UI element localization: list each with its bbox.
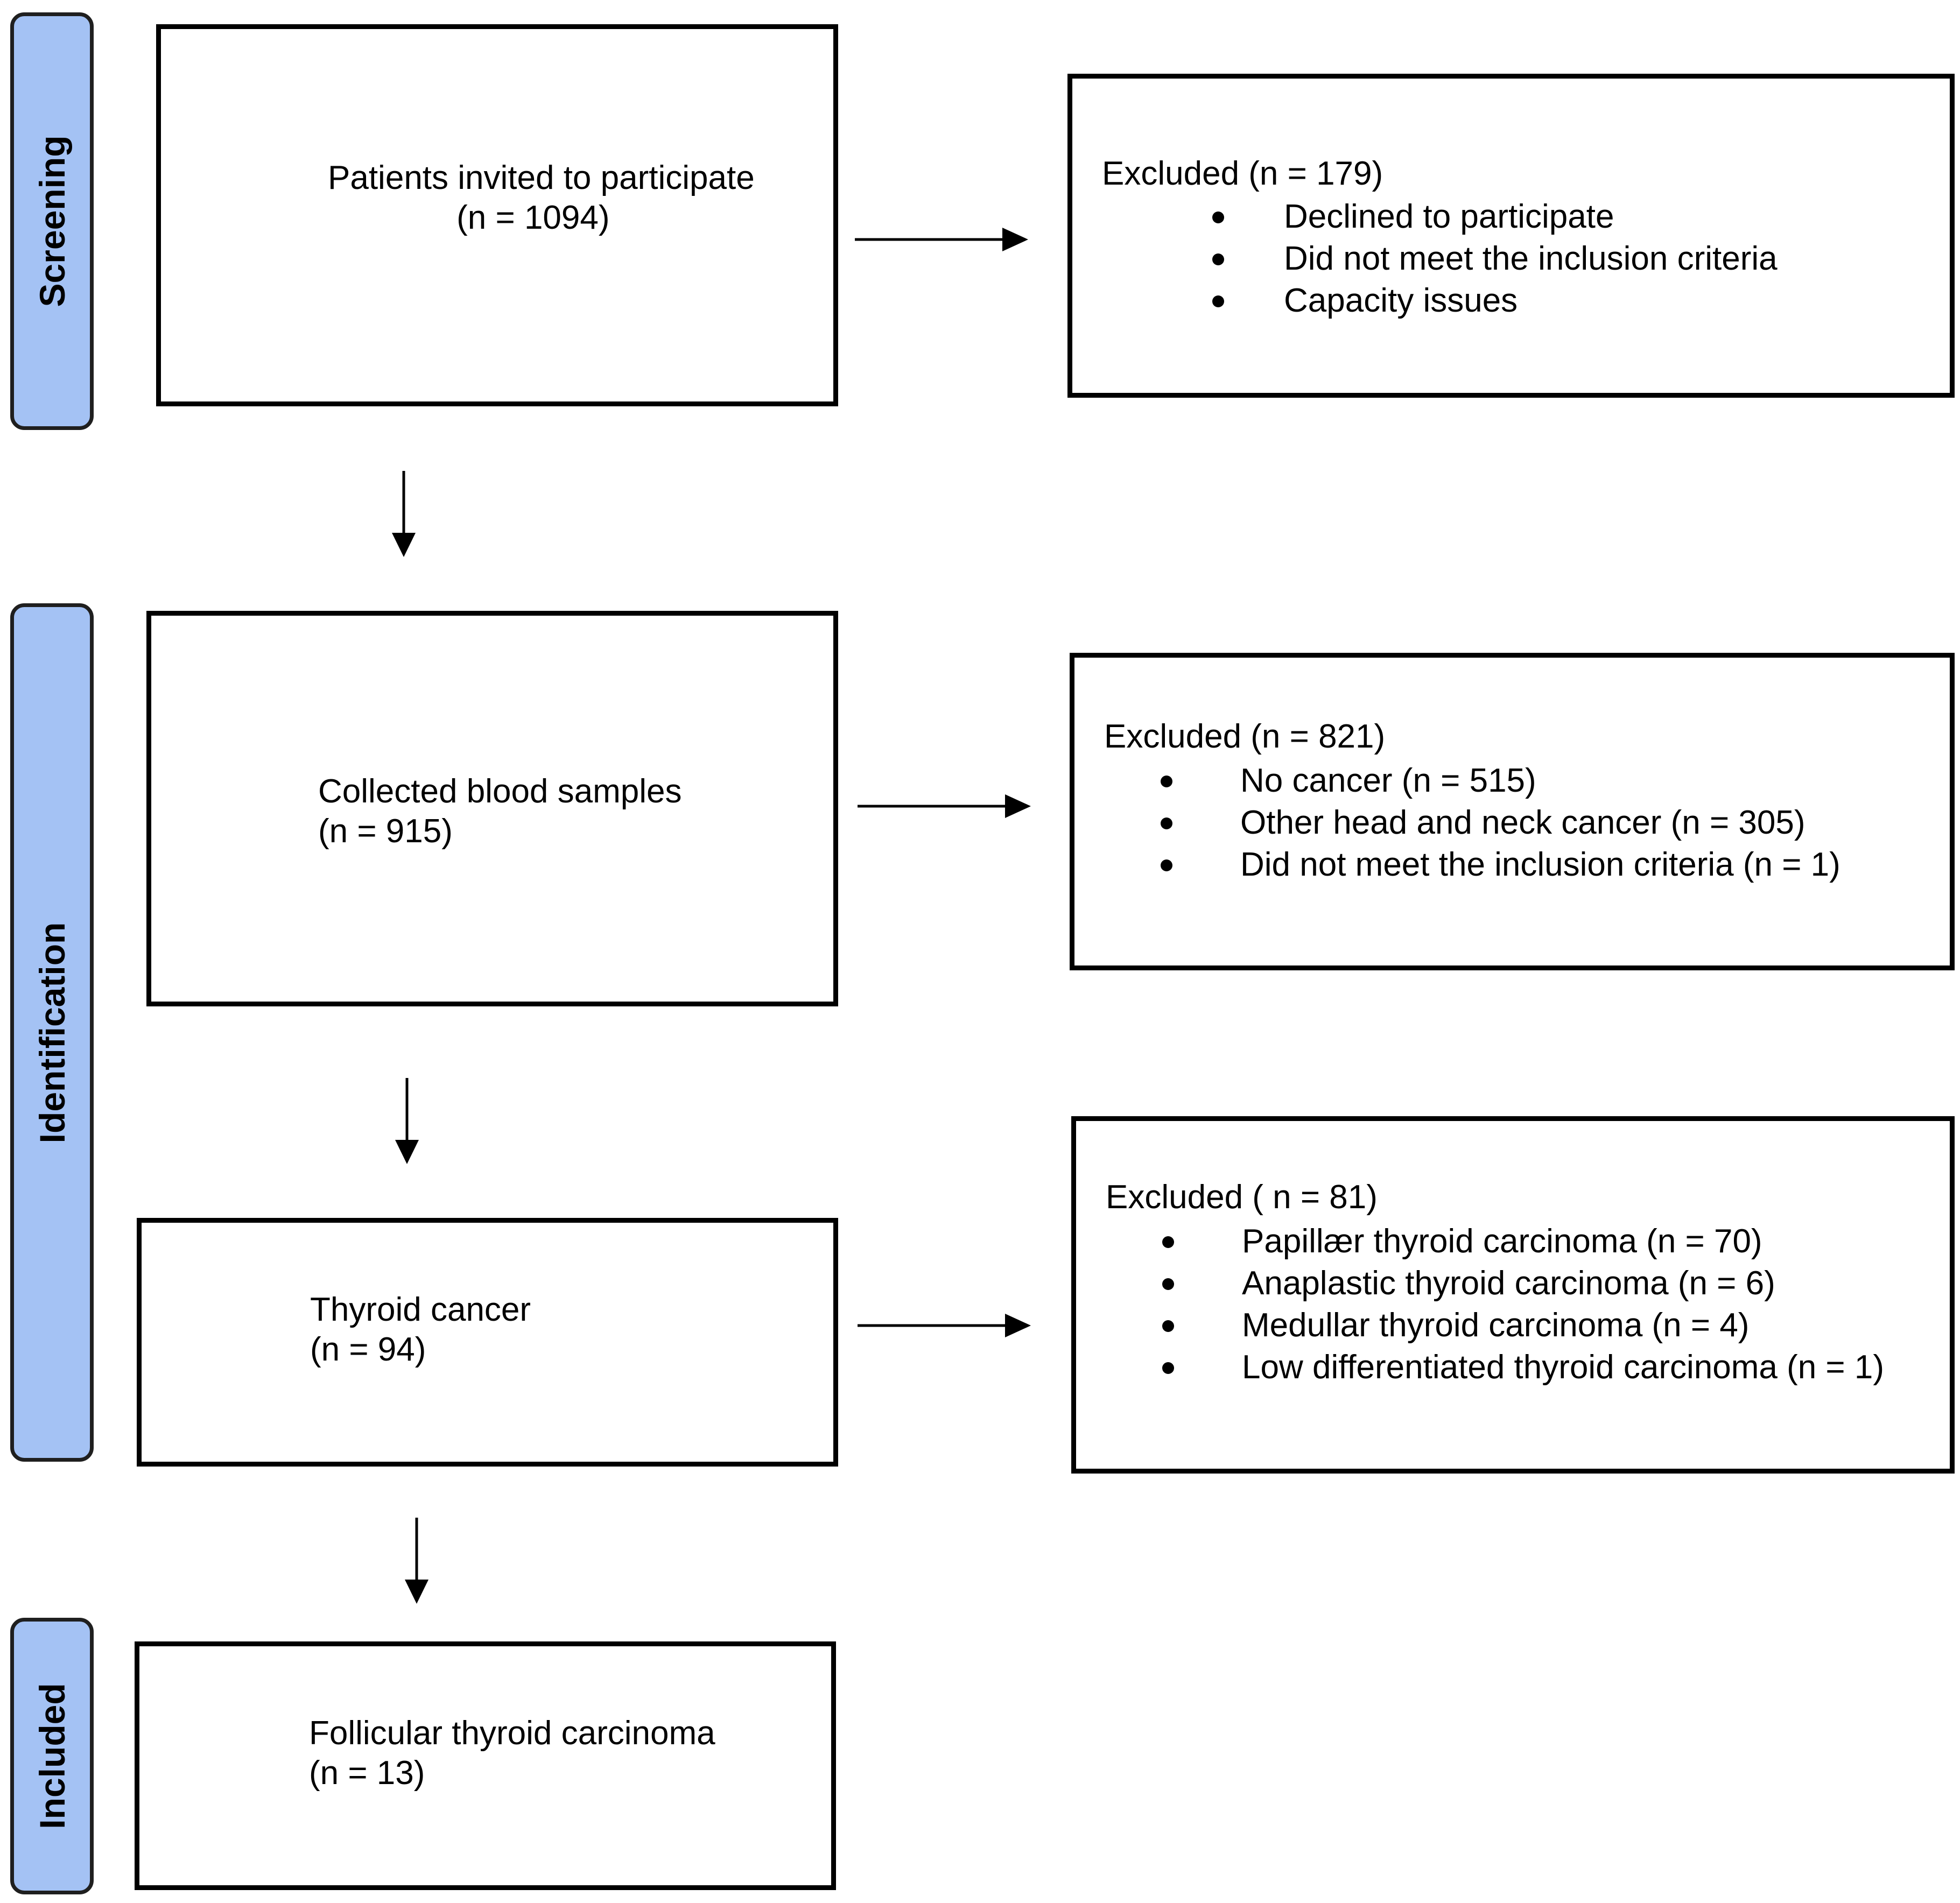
arrow-down-1 <box>392 471 416 557</box>
list-item: No cancer (n = 515) <box>1161 760 1840 802</box>
invited-label: Patients invited to participate <box>328 159 755 196</box>
phase-identification: Identification <box>10 603 94 1462</box>
list-item: Declined to participate <box>1212 196 1778 238</box>
list-item: Capacity issues <box>1212 280 1778 322</box>
list-item: Papillær thyroid carcinoma (n = 70) <box>1162 1221 1884 1263</box>
thyroid-label: Thyroid cancer <box>310 1291 531 1328</box>
phase-screening: Screening <box>10 12 94 430</box>
collected-label: Collected blood samples <box>318 773 682 810</box>
thyroid-box: Thyroid cancer (n = 94) <box>137 1218 838 1467</box>
excluded-box-3: Excluded ( n = 81) Papillær thyroid carc… <box>1071 1116 1955 1474</box>
excluded-2-list: No cancer (n = 515) Other head and neck … <box>1161 760 1840 886</box>
excluded-1-title: Excluded (n = 179) <box>1102 155 1383 192</box>
list-item: Low differentiated thyroid carcinoma (n … <box>1162 1347 1884 1389</box>
arrow-down-2 <box>395 1078 419 1164</box>
arrow-right-1 <box>855 228 1028 251</box>
excluded-box-1: Excluded (n = 179) Declined to participa… <box>1067 74 1955 398</box>
list-item: Medullar thyroid carcinoma (n = 4) <box>1162 1305 1884 1347</box>
follicular-box: Follicular thyroid carcinoma (n = 13) <box>135 1641 836 1890</box>
excluded-2-title: Excluded (n = 821) <box>1104 718 1386 755</box>
excluded-1-list: Declined to participate Did not meet the… <box>1212 196 1778 322</box>
arrow-right-3 <box>858 1314 1031 1337</box>
follicular-count: (n = 13) <box>309 1754 425 1792</box>
arrow-down-3 <box>405 1518 428 1604</box>
collected-box: Collected blood samples (n = 915) <box>146 611 838 1006</box>
thyroid-count: (n = 94) <box>310 1331 426 1368</box>
invited-box: Patients invited to participate (n = 109… <box>156 24 838 406</box>
list-item: Other head and neck cancer (n = 305) <box>1161 802 1840 844</box>
follicular-label: Follicular thyroid carcinoma <box>309 1715 715 1752</box>
invited-count: (n = 1094) <box>456 199 610 236</box>
excluded-box-2: Excluded (n = 821) No cancer (n = 515) O… <box>1070 653 1955 970</box>
arrow-right-2 <box>858 794 1031 818</box>
excluded-3-title: Excluded ( n = 81) <box>1106 1179 1378 1216</box>
list-item: Anaplastic thyroid carcinoma (n = 6) <box>1162 1263 1884 1305</box>
excluded-3-list: Papillær thyroid carcinoma (n = 70) Anap… <box>1162 1221 1884 1389</box>
list-item: Did not meet the inclusion criteria <box>1212 238 1778 280</box>
phase-included: Included <box>10 1618 94 1894</box>
collected-count: (n = 915) <box>318 813 453 850</box>
list-item: Did not meet the inclusion criteria (n =… <box>1161 844 1840 886</box>
